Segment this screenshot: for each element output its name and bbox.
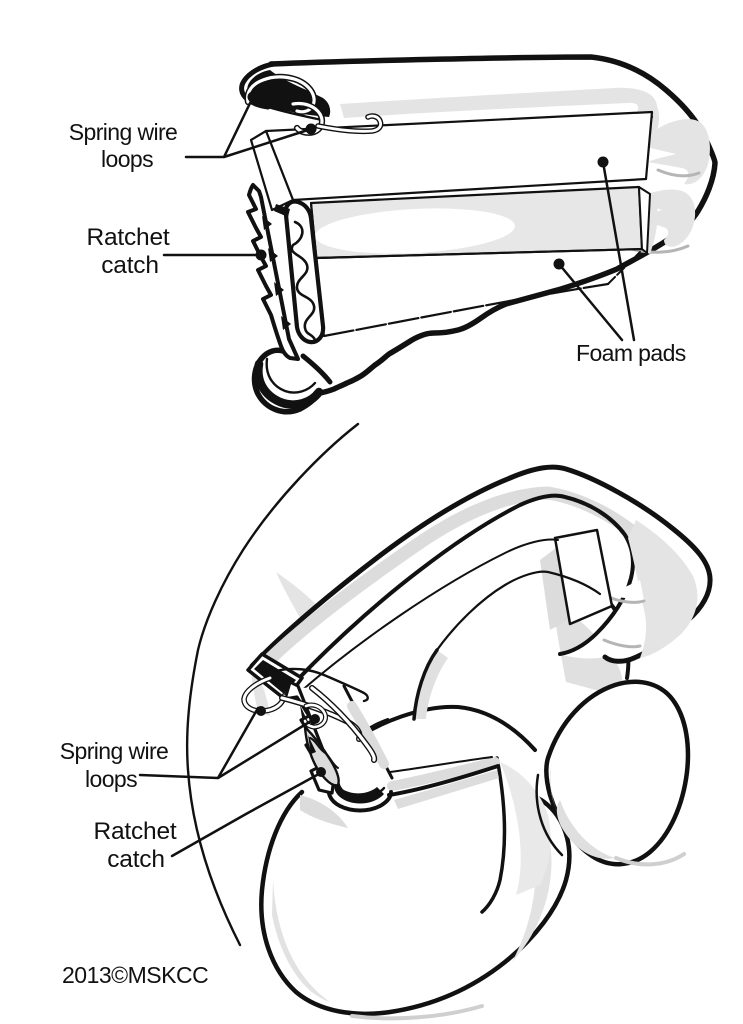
svg-text:Foam pads: Foam pads bbox=[576, 340, 686, 366]
svg-text:2013©MSKCC: 2013©MSKCC bbox=[62, 962, 208, 988]
svg-text:loops: loops bbox=[85, 766, 137, 792]
svg-text:Ratchet: Ratchet bbox=[86, 224, 169, 251]
svg-text:Spring wire: Spring wire bbox=[69, 119, 177, 145]
svg-text:Spring wire: Spring wire bbox=[60, 738, 168, 764]
svg-text:Ratchet: Ratchet bbox=[93, 818, 176, 845]
svg-text:catch: catch bbox=[107, 846, 165, 873]
svg-text:loops: loops bbox=[101, 146, 153, 172]
svg-text:catch: catch bbox=[101, 252, 159, 279]
